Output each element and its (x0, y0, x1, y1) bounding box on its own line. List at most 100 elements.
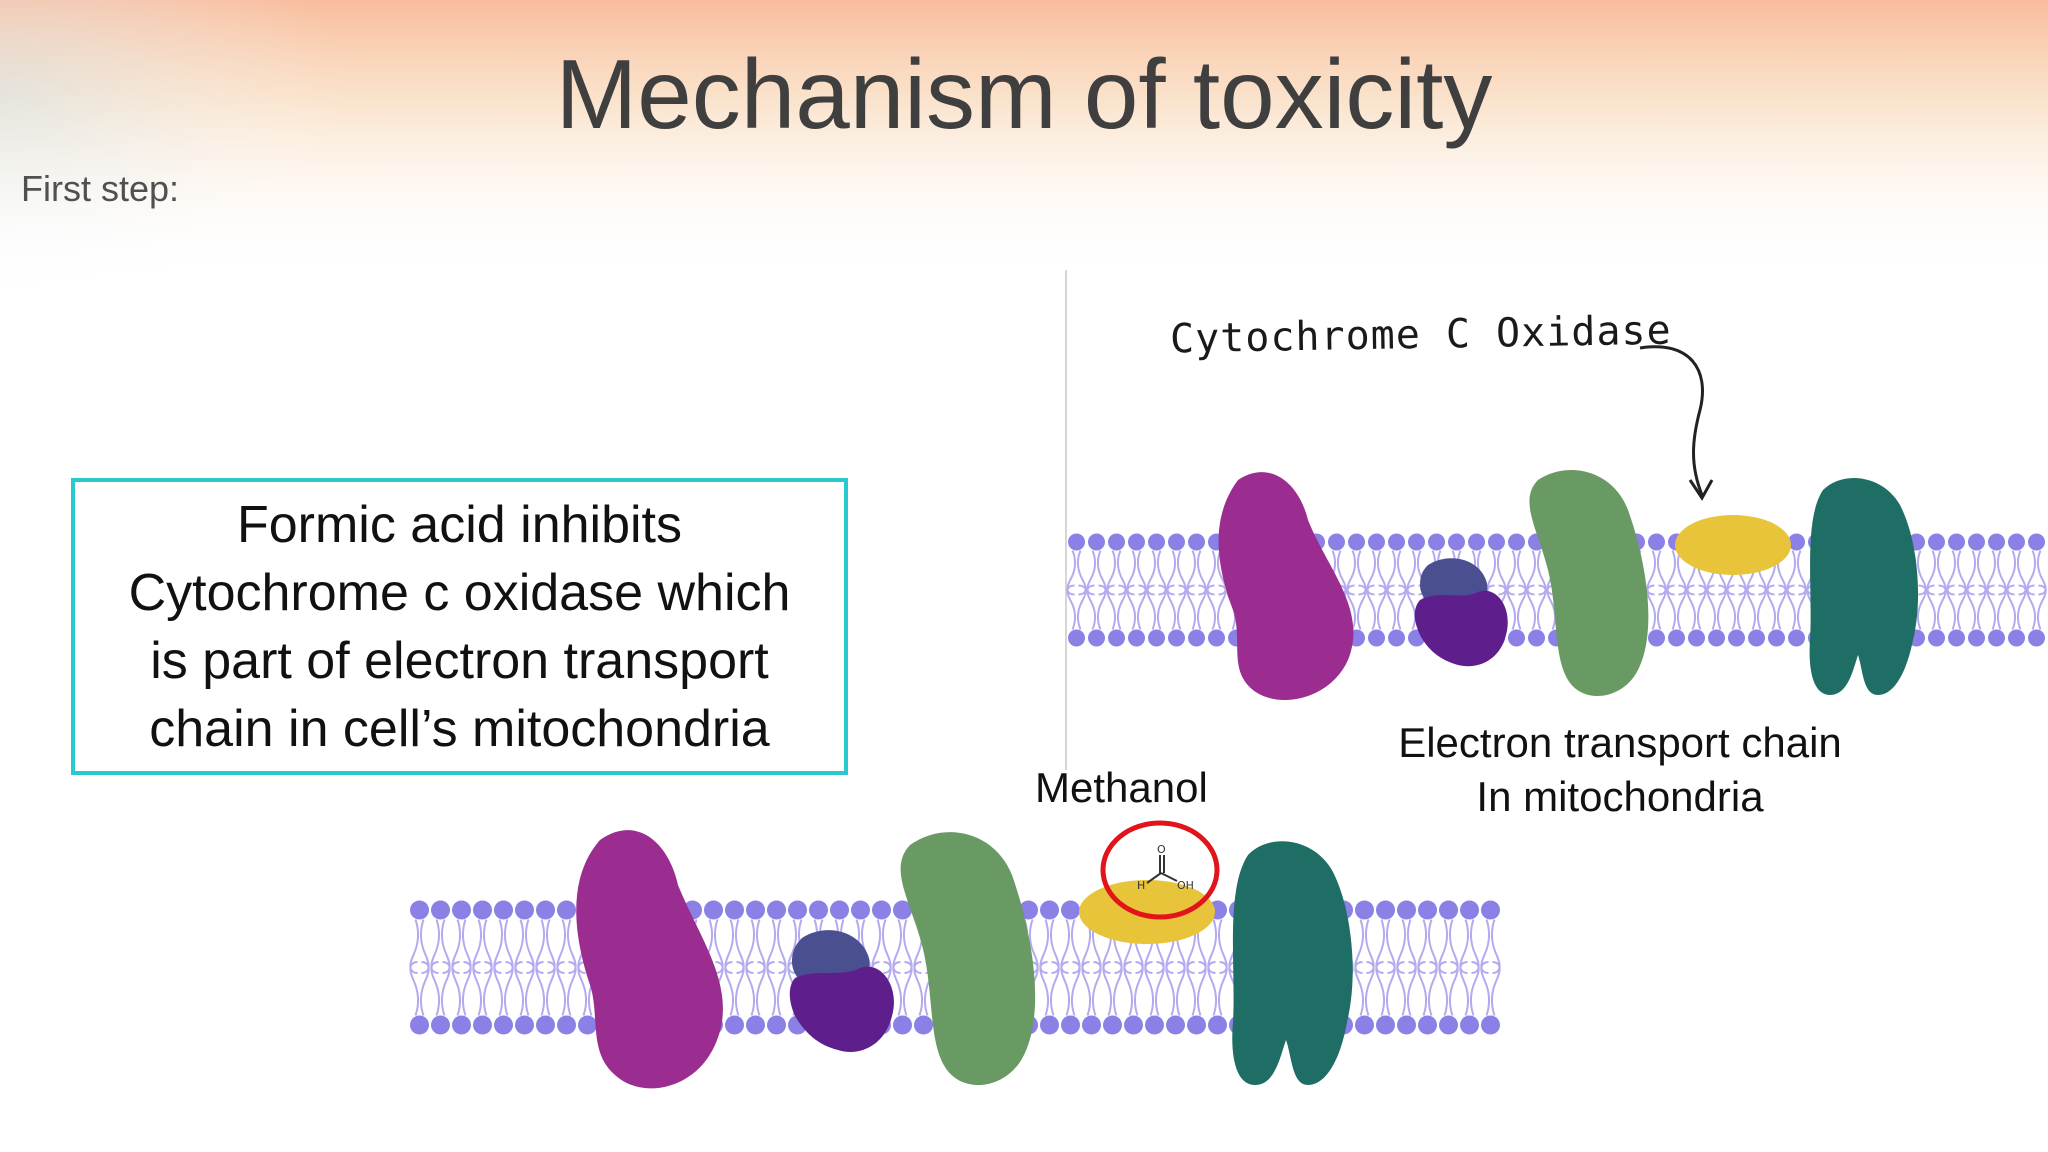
lipid-head (1408, 533, 1425, 551)
molecule-atom-oh: OH (1177, 879, 1194, 892)
cytochrome-c-oxidase (1675, 515, 1791, 575)
lipid-tail (1123, 961, 1144, 1016)
lipid-head (809, 900, 828, 920)
lipid-tail (1666, 584, 1687, 630)
lipid-tail (1086, 584, 1107, 630)
lipid-tail (745, 919, 766, 974)
lipid-head (893, 1015, 912, 1035)
lipid-tail (1346, 584, 1367, 630)
lipid-head (1468, 533, 1485, 551)
lipid-head (1068, 533, 1085, 551)
lipid-head (578, 1015, 597, 1035)
lipid-tail (1106, 584, 1127, 630)
lipid-tail (493, 961, 514, 1016)
lipid-head (452, 1015, 471, 1035)
lipid-head (1788, 629, 1805, 647)
lipid-tail (1366, 584, 1387, 630)
lipid-tail (2006, 584, 2027, 630)
lipid-tail (1375, 961, 1396, 1016)
lipid-tail (1480, 961, 1501, 1016)
lipid-head (1148, 629, 1165, 647)
lipid-head (1397, 900, 1416, 920)
lipid-tail (1506, 584, 1527, 630)
lipid-tail (409, 961, 430, 1016)
lipid-head (914, 1015, 933, 1035)
lipid-tail (472, 919, 493, 974)
lipid-tail (1459, 961, 1480, 1016)
lipid-head (1688, 629, 1705, 647)
lipid-tail (430, 961, 451, 1016)
lipid-tail (1786, 584, 1807, 630)
lipid-tail (1039, 919, 1060, 974)
lipid-tail (1354, 961, 1375, 1016)
lipid-head (1668, 629, 1685, 647)
lipid-head (1348, 533, 1365, 551)
lipid-head (1040, 1015, 1059, 1035)
lipid-head (2028, 533, 2045, 551)
info-line: Cytochrome c oxidase which (128, 563, 791, 622)
lipid-tail (1506, 550, 1527, 596)
lipid-head (1428, 533, 1445, 551)
lipid-tail (1396, 919, 1417, 974)
lipid-tail (1966, 550, 1987, 596)
lipid-tail (514, 919, 535, 974)
lipid-tail (1666, 550, 1687, 596)
lipid-tail (1526, 550, 1547, 596)
lipid-head (1508, 533, 1525, 551)
lipid-head (1168, 629, 1185, 647)
lipid-tail (1986, 550, 2007, 596)
lipid-head (1439, 900, 1458, 920)
lipid-head (1166, 1015, 1185, 1035)
lipid-tail (1986, 584, 2007, 630)
lipid-tail (1417, 919, 1438, 974)
molecule-atom-h: H (1137, 879, 1145, 892)
formic-acid-molecule (1146, 855, 1178, 884)
cytochrome-c-oxidase-label: Cytochrome C Oxidase (1169, 307, 1673, 363)
lipid-tail (1486, 550, 1507, 596)
lipid-head (746, 900, 765, 920)
lipid-head (536, 1015, 555, 1035)
complex-iii-green (1529, 470, 1649, 697)
lipid-tail (892, 919, 913, 974)
lipid-tail (871, 919, 892, 974)
lipid-head (893, 900, 912, 920)
lipid-tail (1480, 919, 1501, 974)
lipid-head (1061, 1015, 1080, 1035)
lipid-tail (1346, 550, 1367, 596)
lipid-head (1481, 900, 1500, 920)
lipid-head (1988, 629, 2005, 647)
lipid-tail (1144, 961, 1165, 1016)
lipid-head (2028, 629, 2045, 647)
lipid-tail (1746, 584, 1767, 630)
lipid-head (788, 900, 807, 920)
complex-v-teal (1232, 841, 1353, 1085)
lipid-head (2008, 629, 2025, 647)
lipid-tail (535, 919, 556, 974)
lipid-head (1061, 900, 1080, 920)
lipid-head (725, 1015, 744, 1035)
lipid-tail (472, 961, 493, 1016)
lipid-tail (892, 961, 913, 1016)
lipid-head (1488, 533, 1505, 551)
lipid-tail (1706, 584, 1727, 630)
lipid-tail (1039, 961, 1060, 1016)
lipid-head (830, 900, 849, 920)
lipid-tail (1375, 919, 1396, 974)
lipid-tail (1438, 961, 1459, 1016)
lipid-head (1481, 1015, 1500, 1035)
lipid-head (1128, 533, 1145, 551)
lipid-tail (1166, 550, 1187, 596)
lipid-head (1148, 533, 1165, 551)
lipid-tail (1966, 584, 1987, 630)
lipid-tail (1106, 550, 1127, 596)
lipid-head (1460, 900, 1479, 920)
lipid-head (1088, 533, 1105, 551)
lipid-head (1188, 629, 1205, 647)
lipid-tail (1946, 584, 1967, 630)
lipid-head (431, 1015, 450, 1035)
lipid-head (1418, 900, 1437, 920)
lipid-head (1439, 1015, 1458, 1035)
lipid-tail (409, 919, 430, 974)
lipid-head (2008, 533, 2025, 551)
lipid-tail (1417, 961, 1438, 1016)
